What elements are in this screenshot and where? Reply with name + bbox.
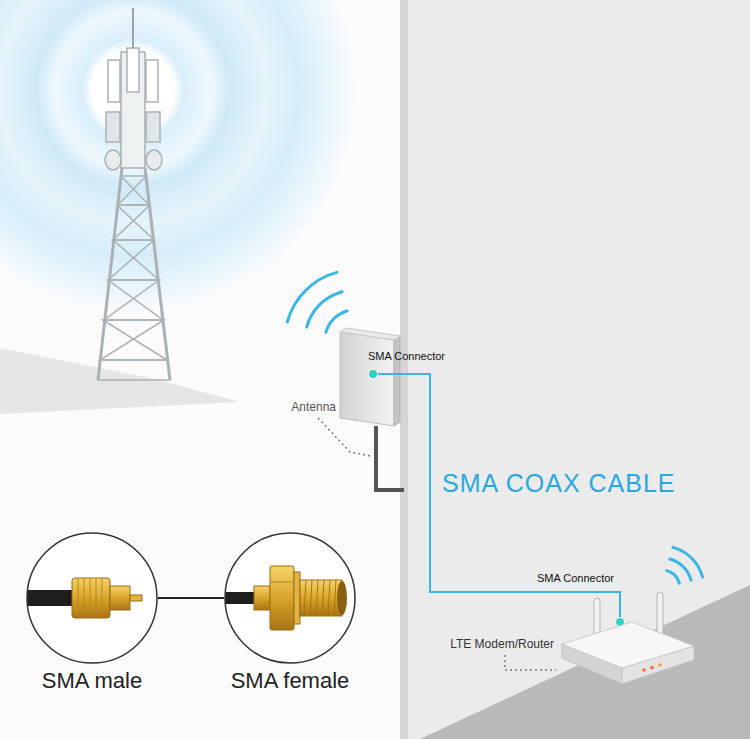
cable-label: SMA COAX CABLE: [442, 468, 676, 498]
connector-label: SMA Connector: [368, 350, 445, 363]
connector-circle: SMA female: [224, 532, 356, 664]
tower-shadow: [0, 348, 240, 414]
router-signal-waves: [667, 547, 703, 583]
panel-antenna: SMA ConnectorAntenna: [338, 328, 402, 428]
leader-line: [318, 418, 370, 456]
coax-cable: [402, 374, 620, 622]
cell-tower: [97, 8, 171, 380]
connector-circle: SMA male: [26, 532, 158, 664]
indoor-wall: [400, 0, 750, 739]
antenna-mount-pole: [376, 426, 404, 490]
connector-label: SMA Connector: [537, 572, 614, 585]
indoor-floor: [420, 585, 750, 739]
part-label: Antenna: [291, 400, 336, 414]
wall-edge: [400, 0, 408, 739]
part-label: LTE Modem/Router: [450, 637, 554, 651]
connector-line: [158, 597, 224, 599]
signal-rings: [0, 0, 363, 320]
connector-circle-shape: [224, 532, 356, 664]
connector-name: SMA male: [42, 668, 142, 694]
connector-circle-shape: [26, 532, 158, 664]
panel-antenna-shape: [338, 328, 402, 428]
lte-router-shape: [562, 622, 694, 686]
lte-router: SMA ConnectorLTE Modem/Router: [562, 622, 694, 686]
antenna-signal-waves: [287, 272, 347, 332]
leader-line: [505, 655, 556, 670]
connector-name: SMA female: [231, 668, 350, 694]
